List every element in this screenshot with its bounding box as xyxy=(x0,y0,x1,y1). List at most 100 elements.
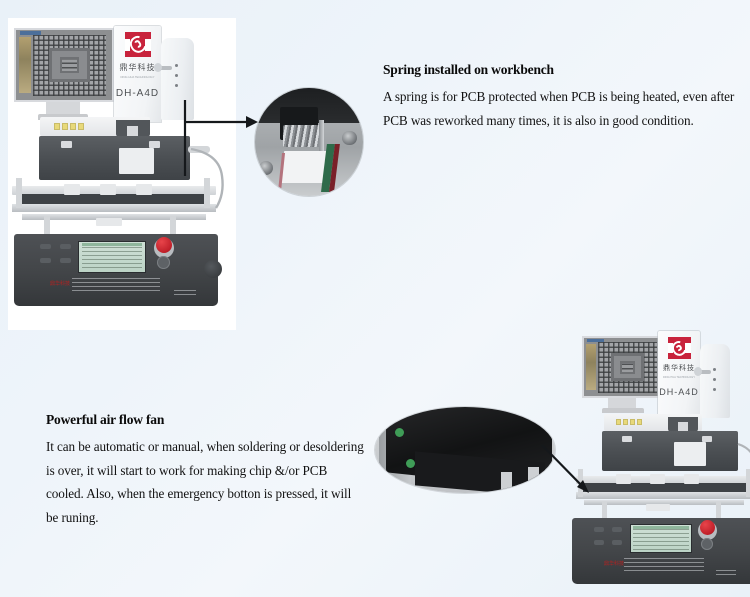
rail-post xyxy=(746,469,750,497)
rail-post xyxy=(16,178,22,208)
fan-closeup-inset xyxy=(375,407,555,493)
base-company-info-text xyxy=(72,278,160,294)
bga-chip-image xyxy=(33,34,107,96)
monitor-foot xyxy=(602,408,644,413)
base-brand-text: 鼎华科技 xyxy=(604,561,625,567)
power-cable xyxy=(737,442,750,454)
function-button[interactable] xyxy=(594,527,604,532)
rail-post xyxy=(204,178,210,208)
pcb-clamp[interactable] xyxy=(684,474,699,484)
heater-main-body xyxy=(39,136,190,180)
screw-icon xyxy=(713,378,716,381)
function-button[interactable] xyxy=(594,540,604,545)
control-knob[interactable] xyxy=(157,256,170,269)
pcb-clamp[interactable] xyxy=(136,184,152,195)
brand-logo-panel: 鼎华科技 DING HUA TECHNOLOGY DH-A4D xyxy=(658,331,700,419)
pcb-clamp[interactable] xyxy=(64,184,80,195)
lcd-touchscreen[interactable] xyxy=(78,241,146,273)
machine-photo-top: 鼎华科技 DING HUA TECHNOLOGY DH-A4D xyxy=(8,18,236,330)
base-company-info-text xyxy=(624,558,704,573)
pcb-clamp[interactable] xyxy=(650,474,665,484)
screw-icon xyxy=(175,74,178,77)
function-button[interactable] xyxy=(612,540,622,545)
machine-base-unit: 鼎华科技 xyxy=(14,234,222,306)
callout-spring-heading: Spring installed on workbench xyxy=(383,62,554,77)
bottom-heater-slide[interactable] xyxy=(96,218,122,226)
bga-center-pad xyxy=(60,57,80,74)
heater-bracket xyxy=(61,141,72,148)
function-button[interactable] xyxy=(40,244,51,249)
function-button[interactable] xyxy=(60,244,71,249)
bga-side-connector xyxy=(18,37,32,93)
top-heater-nozzle xyxy=(116,120,150,137)
bolt-icon xyxy=(342,131,357,146)
heater-arm xyxy=(188,146,210,153)
screw-icon xyxy=(175,64,178,67)
z-axis-column xyxy=(161,38,194,120)
bolt-icon xyxy=(259,161,274,176)
monitor-screen xyxy=(14,28,114,102)
lcd-touchscreen[interactable] xyxy=(630,524,692,553)
heater-bracket xyxy=(622,436,632,442)
monitor-osd-label xyxy=(19,31,41,35)
workbench-rail xyxy=(576,492,750,499)
lower-rail xyxy=(22,214,206,220)
callout-spring-body: A spring is for PCB protected when PCB i… xyxy=(383,89,735,128)
heater-access-panel xyxy=(119,148,154,174)
base-cert-text xyxy=(174,290,196,296)
spring-callout-arrow xyxy=(183,100,258,176)
base-cert-text xyxy=(716,570,736,576)
mount-tab xyxy=(501,472,512,490)
adjust-knob-stem[interactable] xyxy=(698,370,711,374)
z-axis-column xyxy=(700,344,730,418)
top-heater-nozzle xyxy=(668,417,698,432)
emergency-stop-button[interactable] xyxy=(700,520,715,535)
machine-base-unit: 鼎华科技 xyxy=(572,518,750,584)
model-number-label: DH-A4D xyxy=(659,387,699,397)
company-logo-icon xyxy=(667,337,691,359)
adjust-knob-stem[interactable] xyxy=(158,66,172,70)
workbench-rail xyxy=(12,204,216,212)
lcd-title-bar xyxy=(633,526,689,529)
pcb-board-white xyxy=(279,150,328,184)
green-indicator-dot xyxy=(405,458,415,468)
nozzle-aperture xyxy=(678,422,688,432)
screw-icon xyxy=(175,84,178,87)
pcb-clamp[interactable] xyxy=(100,184,116,195)
status-indicator-lights xyxy=(616,419,642,425)
model-number-label: DH-A4D xyxy=(115,88,160,99)
function-button[interactable] xyxy=(612,527,622,532)
control-knob[interactable] xyxy=(701,538,713,550)
emergency-stop-button[interactable] xyxy=(156,237,172,253)
screw-icon xyxy=(713,368,716,371)
spring-closeup-inset xyxy=(255,88,363,196)
lcd-content-rows xyxy=(633,529,689,550)
lcd-content-rows xyxy=(81,246,143,270)
lcd-title-bar xyxy=(81,243,143,246)
brand-name-cn: 鼎华科技 xyxy=(119,63,156,72)
callout-fan-body: It can be automatic or manual, when sold… xyxy=(46,439,364,525)
heater-access-panel xyxy=(674,442,706,466)
side-handwheel[interactable] xyxy=(204,260,222,278)
brand-name-en: DING HUA TECHNOLOGY xyxy=(120,75,155,79)
function-button[interactable] xyxy=(40,258,51,263)
brand-name-cn: 鼎华科技 xyxy=(663,364,695,372)
bottom-heater-slide[interactable] xyxy=(646,504,670,511)
workbench-dark-bed xyxy=(20,194,208,204)
mount-tab xyxy=(528,467,539,485)
base-brand-text: 鼎华科技 xyxy=(50,281,71,287)
brand-logo-panel: 鼎华科技 DING HUA TECHNOLOGY DH-A4D xyxy=(114,26,161,122)
callout-fan-heading: Powerful air flow fan xyxy=(46,412,165,427)
monitor-osd-label xyxy=(587,339,605,343)
green-indicator-dot xyxy=(394,427,404,437)
adjust-knob[interactable] xyxy=(694,367,702,376)
spring-coil xyxy=(283,124,322,148)
heater-bracket xyxy=(149,141,160,148)
function-button[interactable] xyxy=(60,258,71,263)
heater-bracket xyxy=(702,436,712,442)
adjust-knob[interactable] xyxy=(154,63,162,72)
bga-chip-image xyxy=(598,342,658,393)
support-leg xyxy=(44,216,50,234)
pcb-clamp[interactable] xyxy=(616,474,631,484)
